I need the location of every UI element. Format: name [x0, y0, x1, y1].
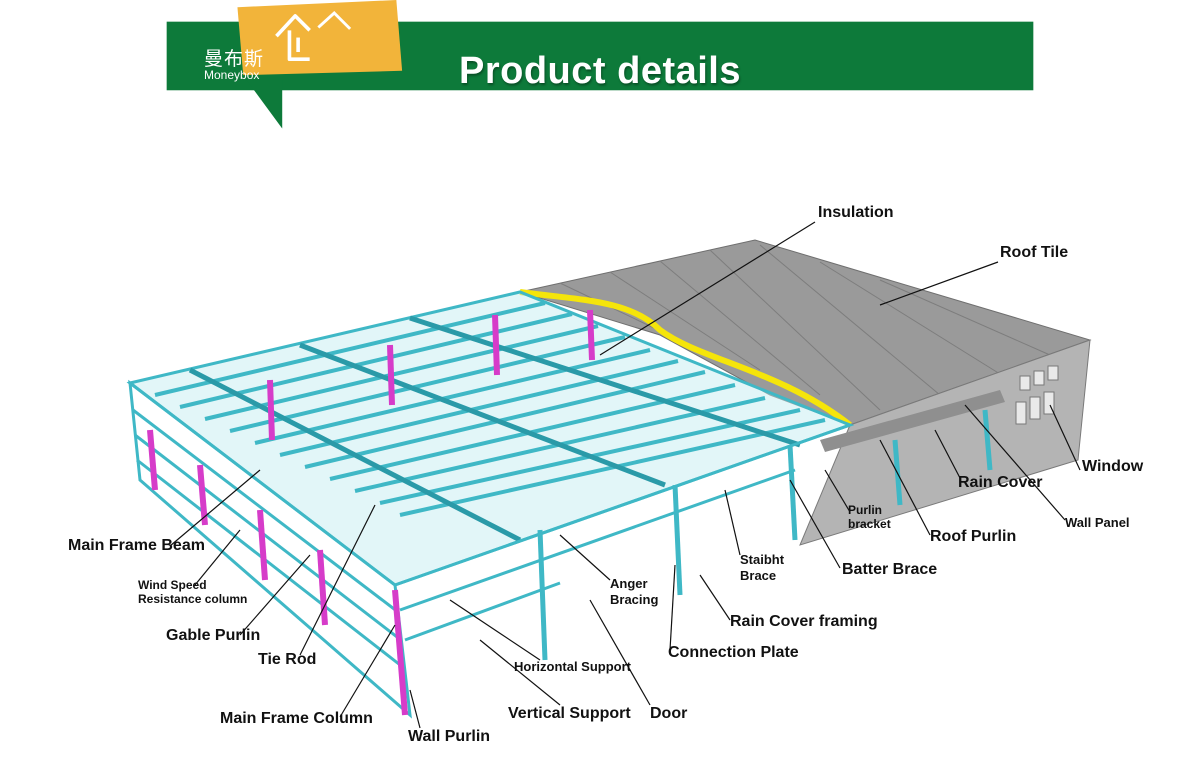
- page-title: Product details: [459, 50, 741, 92]
- main-frame-columns: [147, 309, 595, 716]
- label-gable-purlin: Gable Purlin: [166, 627, 261, 644]
- label-connection-plate: Connection Plate: [668, 644, 799, 661]
- logo-badge: [237, 0, 403, 76]
- logo-text-en: Moneybox: [204, 68, 260, 82]
- label-main-frame-column: Main Frame Column: [220, 710, 373, 727]
- label-roof-purlin: Roof Purlin: [930, 528, 1017, 545]
- label-anger-bracing: Anger Bracing: [610, 576, 659, 607]
- label-main-frame-beam: Main Frame Beam: [68, 537, 205, 554]
- label-rain-cover: Rain Cover: [958, 474, 1043, 491]
- insulation-edge: [519, 289, 852, 428]
- wall-purlin-lines: [132, 408, 851, 670]
- label-rain-cover-framing: Rain Cover framing: [730, 613, 878, 630]
- roof-tile-seams: [559, 244, 1051, 411]
- label-wall-panel: Wall Panel: [1065, 515, 1130, 530]
- rain-cover-strip: [820, 390, 1005, 452]
- label-window: Window: [1082, 458, 1144, 475]
- label-batter-brace: Batter Brace: [842, 561, 938, 578]
- label-tie-rod: Tie Rod: [258, 651, 317, 668]
- label-wind-speed-resistance-column: Wind Speed Resistance column: [138, 578, 248, 606]
- main-frame-beams: [188, 315, 801, 543]
- label-insulation: Insulation: [818, 204, 894, 221]
- wall-panel-surface: [799, 339, 1091, 546]
- window-group: [1015, 365, 1059, 425]
- label-purlin-bracket: Purlin bracket: [848, 503, 891, 531]
- gable-columns: [537, 409, 993, 661]
- label-wall-purlin: Wall Purlin: [408, 728, 491, 745]
- front-wall-frame: [128, 379, 412, 719]
- label-horizontal-support: Horizontal Support: [514, 659, 631, 674]
- header-banner: [166, 0, 1034, 129]
- leader-lines: [169, 221, 1081, 729]
- logo-text-cn: 曼布斯: [204, 48, 265, 70]
- label-roof-tile: Roof Tile: [1000, 244, 1069, 261]
- logo-roof-mark: [317, 11, 352, 30]
- label-staibht-brace: Staibht Brace: [740, 552, 785, 583]
- house-icon: [275, 14, 311, 62]
- label-door: Door: [650, 705, 688, 722]
- label-vertical-support: Vertical Support: [508, 705, 631, 722]
